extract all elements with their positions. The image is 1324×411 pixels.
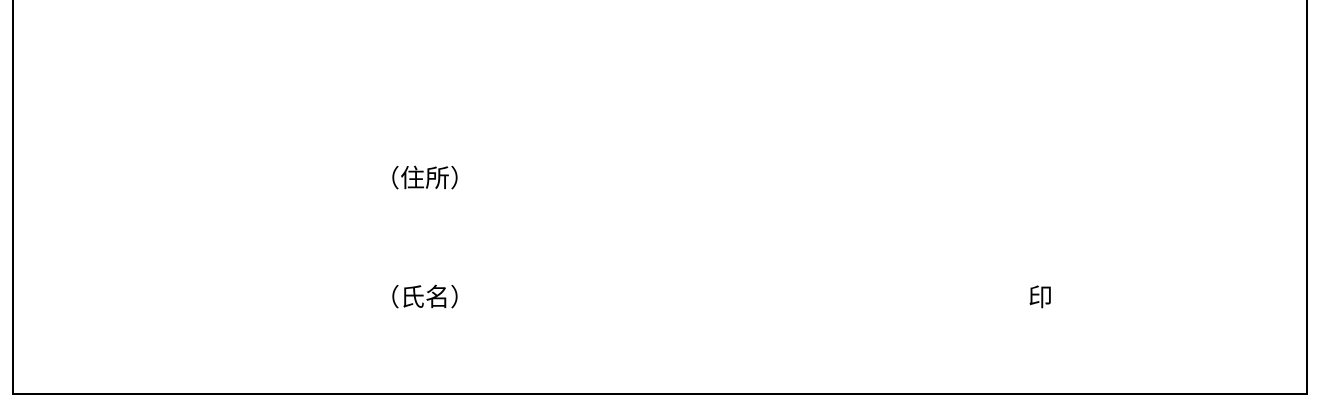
form-border xyxy=(12,0,1308,395)
name-label: （氏名） xyxy=(375,283,476,312)
address-label: （住所） xyxy=(375,164,476,193)
seal-label: 印 xyxy=(1028,283,1054,312)
